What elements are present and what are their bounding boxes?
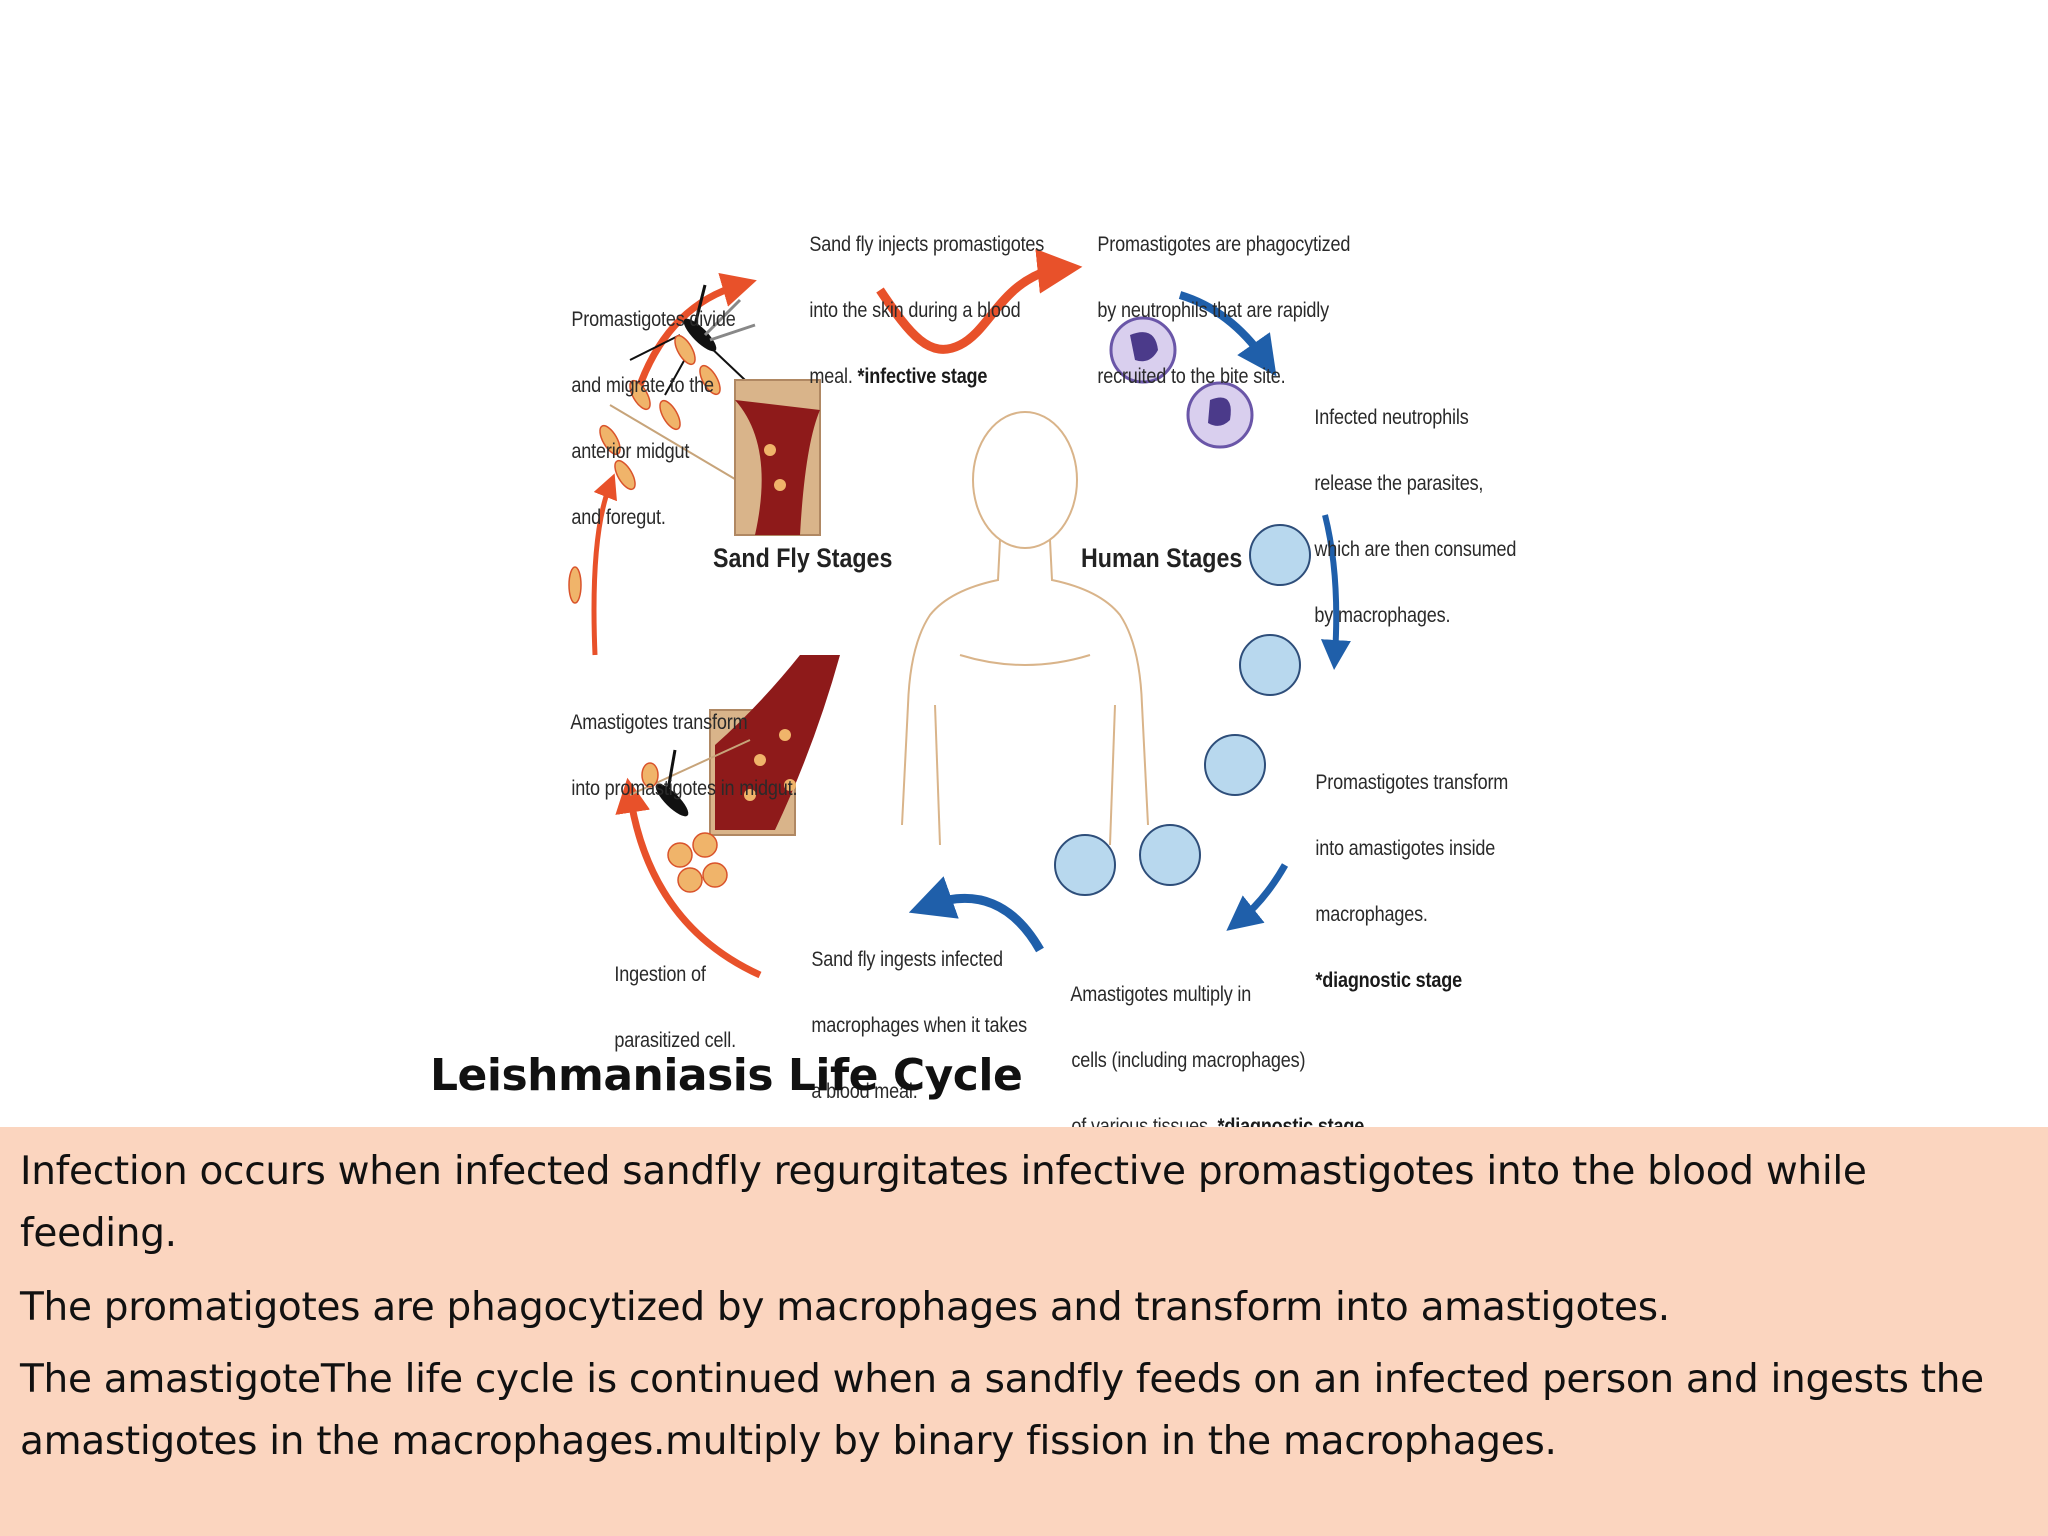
label-sand-fly-injects-line-1: Sand fly injects promastigotes (809, 233, 1045, 256)
label-phagocytized-line-1: Promastigotes are phagocytized (1097, 233, 1351, 256)
label-neutrophils-line-4: by macrophages. (1314, 604, 1451, 627)
leishmaniasis-life-cycle-diagram: Sand fly injects promastigotes into the … (530, 185, 1516, 1138)
orange-arrow-left-top (636, 272, 757, 387)
skin-insert-top (734, 379, 821, 536)
label-promastigotes-transform-line-3: macrophages. (1315, 903, 1428, 926)
label-promastigotes-divide-line-2: and migrate to the (571, 374, 714, 397)
label-sand-fly-ingests-line-1: Sand fly ingests infected (811, 948, 1003, 971)
label-ingestion-line-1: Ingestion of (614, 963, 706, 986)
paragraph-infection: Infection occurs when infected sandfly r… (20, 1149, 1867, 1256)
label-promastigotes-divide-line-4: and foregut. (571, 506, 666, 529)
human-stages-heading: Human Stages (1081, 543, 1243, 573)
label-infected-neutrophils: Infected neutrophils release the parasit… (1295, 368, 1516, 665)
blue-arrow-1 (1178, 291, 1277, 377)
label-sand-fly-injects-line-3: meal. (809, 365, 858, 388)
diagram-caption: Leishmaniasis Life Cycle (430, 1050, 1023, 1101)
label-promastigotes-transform: Promastigotes transform into amastigotes… (1296, 733, 1508, 1030)
label-promastigotes-divide: Promastigotes divide and migrate to the … (552, 270, 736, 567)
label-promastigotes-phagocytized: Promastigotes are phagocytized by neutro… (1078, 195, 1350, 426)
sand-fly-stages-heading: Sand Fly Stages (713, 543, 893, 573)
neutrophil-cells (1109, 316, 1254, 449)
macrophage-cells (1054, 524, 1311, 896)
label-amastigotes-multiply-line-1: Amastigotes multiply in (1070, 983, 1252, 1006)
diagram-artwork (568, 248, 1351, 979)
promastigote-parasites (568, 334, 721, 788)
label-promastigotes-divide-line-1: Promastigotes divide (571, 308, 736, 331)
human-figure (901, 411, 1149, 846)
label-ingestion-line-2: parasitized cell. (614, 1029, 736, 1052)
explanation-panel: Infection occurs when infected sandfly r… (0, 1127, 2048, 1536)
label-promastigotes-divide-line-3: anterior midgut (571, 440, 690, 463)
label-amastigotes-multiply-line-2: cells (including macrophages) (1071, 1049, 1306, 1072)
label-sand-fly-ingests-line-2: macrophages when it takes (811, 1014, 1027, 1037)
injection-arrow (876, 248, 1083, 354)
infective-stage-note: *infective stage (857, 365, 988, 388)
paragraph-life-cycle-continued: The amastigoteThe life cycle is continue… (20, 1357, 1984, 1464)
paragraph-phagocytized: The promatigotes are phagocytized by mac… (20, 1285, 1670, 1330)
label-sand-fly-ingests: Sand fly ingests infected macrophages wh… (792, 910, 1027, 1141)
orange-arrow-left-mid (591, 473, 617, 656)
label-neutrophils-line-1: Infected neutrophils (1314, 406, 1469, 429)
label-neutrophils-line-3: which are then consumed (1314, 538, 1517, 561)
label-amastigotes-transform-line-1: Amastigotes transform (570, 711, 748, 734)
label-neutrophils-line-2: release the parasites, (1314, 472, 1484, 495)
label-sand-fly-injects: Sand fly injects promastigotes into the … (790, 195, 1044, 426)
skin-insert-bottom (709, 655, 840, 836)
label-phagocytized-line-3: recruited to the bite site. (1097, 365, 1286, 388)
blue-arrow-2 (1320, 514, 1351, 670)
sand-fly-top (609, 284, 756, 486)
amastigote-cluster (667, 832, 728, 893)
label-phagocytized-line-2: by neutrophils that are rapidly (1097, 299, 1329, 322)
label-promastigotes-transform-line-2: into amastigotes inside (1315, 837, 1496, 860)
label-sand-fly-ingests-line-3: a blood meal. (811, 1080, 918, 1103)
label-promastigotes-transform-line-1: Promastigotes transform (1315, 771, 1509, 794)
orange-arrow-left-bottom (615, 777, 762, 979)
blue-arrow-3 (1226, 863, 1289, 931)
label-ingestion: Ingestion of parasitized cell. (595, 925, 736, 1090)
label-amastigotes-transform: Amastigotes transform into promastigotes… (552, 673, 797, 838)
diagnostic-stage-note-1: *diagnostic stage (1315, 969, 1463, 992)
label-sand-fly-injects-line-2: into the skin during a blood (809, 299, 1021, 322)
blue-arrow-4 (908, 876, 1044, 953)
label-amastigotes-transform-line-2: into promastigotes in midgut. (571, 777, 798, 800)
